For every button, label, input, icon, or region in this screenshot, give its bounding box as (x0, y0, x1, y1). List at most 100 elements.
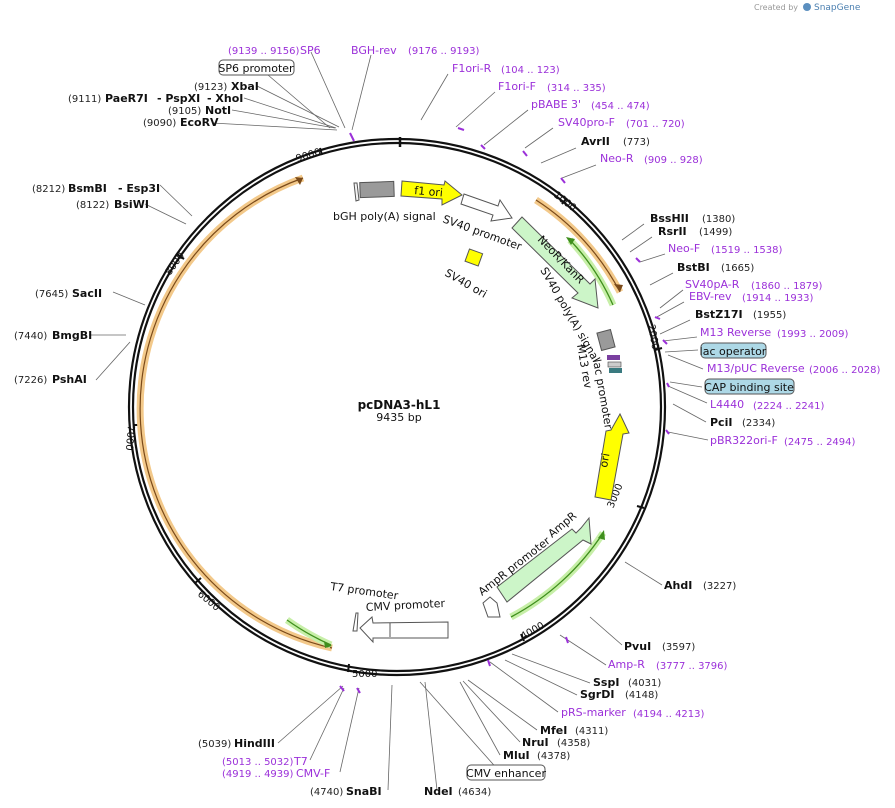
cap-feature (609, 368, 622, 373)
bgh-feature (353, 182, 360, 202)
cap-box (704, 378, 795, 395)
f1-ori-label: f1 ori (414, 184, 444, 199)
l4440-name: L4440 (710, 398, 744, 411)
noti-pos: (9105) (168, 106, 201, 117)
ahdi-name: AhdI (664, 579, 692, 592)
f1orif-pos: (314 .. 335) (547, 83, 606, 94)
bsshii-pos: (1380) (702, 214, 735, 225)
mfei-name: MfeI (540, 724, 567, 737)
sp6-promoter-label: SP6 promoter (218, 62, 294, 75)
bstbi-name: BstBI (677, 261, 710, 274)
sv40prof-pos: (701 .. 720) (626, 119, 685, 130)
bsiwi-pos: (8122) (76, 200, 109, 211)
rsrii-pos: (1499) (699, 227, 732, 238)
sacii-pos: (7645) (35, 289, 68, 300)
xhoi-name: - XhoI (207, 92, 243, 105)
cmv-promoter-feature (359, 616, 449, 644)
pspxi-name: - PspXI (157, 92, 200, 105)
pae-pos: (9111) (68, 94, 101, 105)
primer-marks (339, 127, 670, 694)
cmv-promoter-label: CMV promoter (365, 597, 445, 614)
sv40-ori-label: SV40 ori (443, 266, 490, 300)
neof-pos: (1519 .. 1538) (711, 245, 783, 256)
m13-rev-feature (607, 355, 620, 360)
ampr-primer-pos: (3777 .. 3796) (656, 661, 728, 672)
credit-brand: SnapGene (814, 3, 861, 13)
cmvf-name: CMV-F (296, 767, 330, 780)
sv40-promoter-feature (460, 193, 513, 222)
t7-promoter-feature (352, 612, 359, 632)
bgh-polya-feature (359, 180, 395, 199)
leader-lines (89, 51, 709, 791)
noti-name: NotI (205, 104, 231, 117)
mlui-pos: (4378) (537, 751, 570, 762)
neor-feature (511, 216, 599, 309)
pcii-pos: (2334) (742, 418, 775, 429)
ampr-promoter-feature (482, 596, 501, 618)
pcii-name: PciI (710, 416, 732, 429)
cmv-enhancer-box (466, 764, 546, 781)
sgrdi-name: SgrDI (580, 688, 614, 701)
pbr322-pos: (2475 .. 2494) (784, 437, 856, 448)
sgrdi-pos: (4148) (625, 690, 658, 701)
f1-ori-feature (400, 180, 463, 206)
ampr-primer-name: Amp-R (608, 658, 645, 671)
ebvrev-name: EBV-rev (689, 290, 732, 303)
sp6-name: SP6 (300, 44, 321, 57)
bsmbi-pos: (8212) (32, 184, 65, 195)
backbone-outer (127, 137, 667, 677)
orf-left-arrowhead (295, 177, 303, 185)
neof-name: Neo-F (668, 242, 700, 255)
ecorv-name: EcoRV (180, 116, 219, 129)
pvui-name: PvuI (624, 640, 651, 653)
ampr-feature (496, 516, 592, 603)
bsiwi-name: BsiWI (114, 198, 149, 211)
pshai-name: PshAI (52, 373, 87, 386)
neor-primer-pos: (909 .. 928) (644, 155, 703, 166)
snapgene-logo-icon (803, 3, 811, 11)
sv40-promoter-label: SV40 promoter (441, 213, 524, 254)
orf-arc-left (136, 174, 333, 652)
nrui-name: NruI (522, 736, 549, 749)
hindiii-pos: (5039) (198, 739, 231, 750)
hindiii-name: HindIII (234, 737, 275, 750)
m13reverse-name: M13 Reverse (700, 326, 771, 339)
avrii-name: AvrII (581, 135, 610, 148)
sv40prof-name: SV40pro-F (558, 116, 615, 129)
ecorv-pos: (9090) (143, 118, 176, 129)
sv40-polya-feature (596, 328, 616, 352)
bgh-label: bGH poly(A) signal (333, 210, 436, 223)
pshai-pos: (7226) (14, 375, 47, 386)
f1orir-pos: (104 .. 123) (501, 65, 560, 76)
ndei-pos: (4634) (458, 787, 491, 798)
pbabe-name: pBABE 3' (531, 98, 581, 111)
credit-prefix: Created by (754, 3, 798, 12)
nrui-pos: (4358) (557, 738, 590, 749)
rsrii-name: RsrII (658, 225, 687, 238)
bsshii-name: BssHII (650, 212, 689, 225)
sacii-name: SacII (72, 287, 102, 300)
ori-feature (594, 412, 630, 501)
snabi-pos: (4740) (310, 787, 343, 798)
ebvrev-pos: (1914 .. 1933) (742, 293, 814, 304)
pvui-pos: (3597) (662, 642, 695, 653)
t7-name: T7 (293, 755, 308, 768)
cmv-enhancer-label: CMV enhancer (466, 767, 546, 780)
pbabe-pos: (454 .. 474) (591, 101, 650, 112)
bmgbi-name: BmgBI (52, 329, 92, 342)
sp6-pos: (9139 .. 9156) (228, 46, 300, 57)
sspi-pos: (4031) (628, 678, 661, 689)
pbr322-name: pBR322ori-F (710, 434, 778, 447)
avrii-pos: (773) (623, 137, 650, 148)
t7-pos: (5013 .. 5032) (222, 757, 294, 768)
sv40-ori-feature (464, 248, 484, 267)
mlui-name: MluI (503, 749, 530, 762)
l4440-pos: (2224 .. 2241) (753, 401, 825, 412)
f1orif-name: F1ori-F (498, 80, 536, 93)
lac-operator-feature (607, 361, 622, 368)
prs-name: pRS-marker (561, 706, 626, 719)
ori-label: ori (597, 452, 612, 468)
sv40par-pos: (1860 .. 1879) (751, 281, 823, 292)
bmgbi-pos: (7440) (14, 331, 47, 342)
